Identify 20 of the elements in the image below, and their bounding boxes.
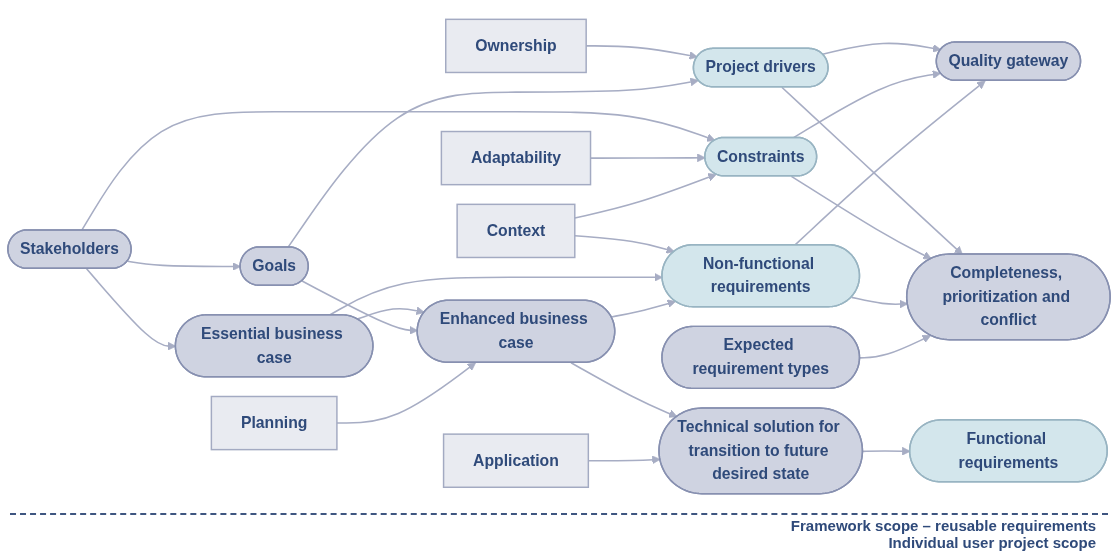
arrow xyxy=(792,70,942,139)
arrow xyxy=(790,175,932,260)
arrow xyxy=(794,80,986,246)
node-box: Context xyxy=(456,203,576,259)
scope-label: Framework scope – reusable requirements xyxy=(790,517,1096,534)
arrow xyxy=(336,362,476,424)
arrow xyxy=(574,234,675,254)
node-box: Ownership xyxy=(445,18,587,74)
arrow xyxy=(570,362,678,418)
arrow xyxy=(356,306,425,320)
arrow xyxy=(287,77,699,249)
node-box: Planning xyxy=(210,395,338,451)
node-box: Application xyxy=(442,433,590,488)
arrow xyxy=(781,86,963,255)
arrow xyxy=(126,260,241,271)
arrow xyxy=(610,299,676,318)
scope-label: Individual user project scope xyxy=(888,534,1096,551)
arrow xyxy=(574,173,717,219)
arrow xyxy=(859,334,932,359)
node-box: Adaptability xyxy=(440,130,592,186)
